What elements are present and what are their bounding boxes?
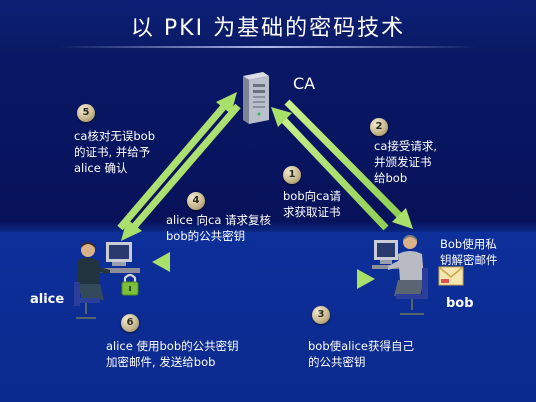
envelope-icon — [438, 266, 464, 286]
step-2-line: 并颁发证书 — [374, 155, 432, 169]
step-5-text: ca核对无误bob 的证书, 并给予 alice 确认 — [74, 128, 155, 176]
padlock-icon — [121, 273, 139, 296]
step-2-line: 给bob — [374, 171, 408, 185]
step-3-line: bob使alice获得自己 — [308, 339, 414, 353]
step-badge-2: 2 — [370, 118, 388, 136]
step-badge-3: 3 — [312, 306, 330, 324]
bob-label: bob — [446, 296, 474, 311]
arrow-ca-to-alice — [121, 103, 241, 241]
ca-label: CA — [293, 74, 316, 93]
step-3-text: bob使alice获得自己 的公共密钥 — [308, 338, 414, 370]
arrow-bob-to-ca — [271, 107, 389, 231]
step-6-text: alice 使用bob的公共密钥 加密邮件, 发送给bob — [106, 338, 239, 370]
title-divider — [60, 46, 476, 48]
arrow-bob-to-alice — [152, 252, 360, 272]
step-2-line: ca接受请求, — [374, 139, 438, 153]
person-at-computer-icon — [372, 235, 428, 315]
person-at-computer-icon — [74, 242, 140, 319]
step-badge-1: 1 — [283, 166, 301, 184]
step-5-line: 的证书, 并给予 — [74, 145, 151, 159]
step-4-line: alice 向ca 请求复核 — [166, 213, 272, 227]
step-6-line: alice 使用bob的公共密钥 — [106, 339, 239, 353]
step-6-line: 加密邮件, 发送给bob — [106, 355, 216, 369]
step-1-text: bob向ca请 求获取证书 — [283, 188, 341, 220]
alice-label: alice — [30, 292, 65, 307]
step-4-text: alice 向ca 请求复核 bob的公共密钥 — [166, 212, 271, 244]
bob-note-line: 钥解密邮件 — [440, 253, 498, 267]
page-title: 以 PKI 为基础的密码技术 — [130, 16, 406, 41]
step-4-line: bob的公共密钥 — [166, 229, 246, 243]
arrow-alice-to-bob — [150, 269, 375, 289]
step-1-line: 求获取证书 — [283, 205, 341, 219]
step-3-line: 的公共密钥 — [308, 355, 366, 369]
step-5-line: ca核对无误bob — [74, 129, 156, 143]
step-badge-6: 6 — [121, 314, 139, 332]
step-1-line: bob向ca请 — [283, 189, 342, 203]
step-5-line: alice 确认 — [74, 161, 128, 175]
step-2-text: ca接受请求, 并颁发证书 给bob — [374, 138, 437, 186]
arrow-ca-to-bob — [284, 99, 413, 229]
server-icon — [243, 72, 269, 124]
step-badge-5: 5 — [77, 104, 95, 122]
step-badge-4: 4 — [187, 192, 205, 210]
bob-note: Bob使用私 钥解密邮件 — [440, 236, 498, 268]
bob-note-line: Bob使用私 — [440, 237, 497, 251]
